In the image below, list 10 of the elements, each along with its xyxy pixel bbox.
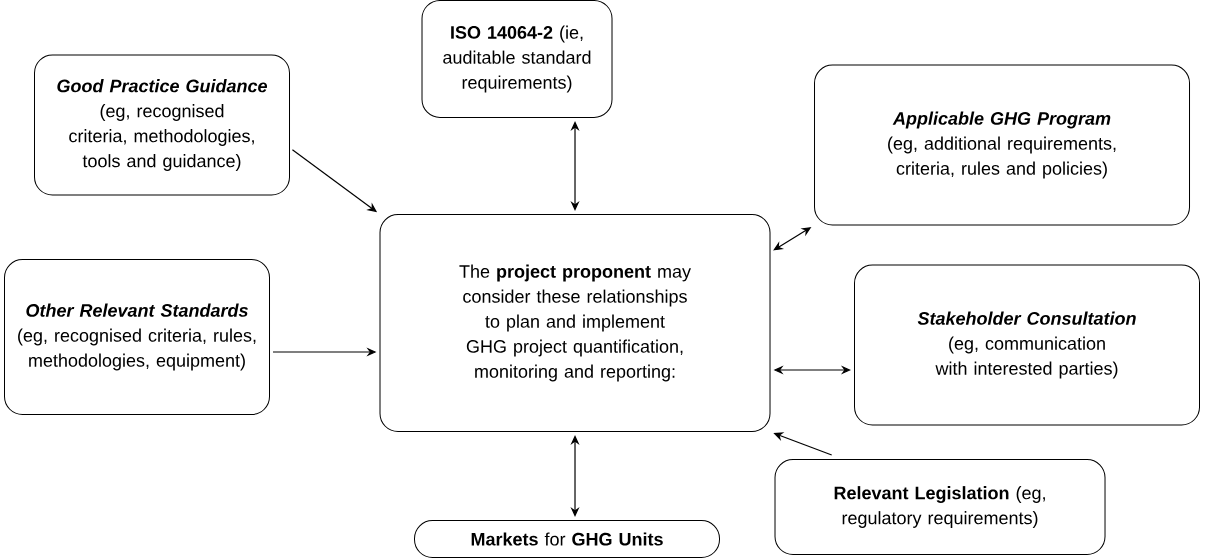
rounded-box: ISO 14064-2 (ie, auditable standard requirements) bbox=[421, 0, 613, 118]
rounded-box: Markets for GHG Units bbox=[414, 520, 720, 558]
rounded-box: The project proponent may consider these relationships to plan and implement GHG project quantification, monitoring and reporting: bbox=[379, 214, 771, 432]
rounded-box: Good Practice Guidance (eg, recognised criteria, methodologies, tools and guidance) bbox=[34, 54, 290, 196]
rounded-box: Stakeholder Consultation (eg, communication with interested parties) bbox=[854, 264, 1200, 426]
rounded-box: Relevant Legislation (eg, regulatory requirements) bbox=[774, 459, 1106, 555]
rounded-box: Other Relevant Standards (eg, recognised criteria, rules, methodologies, equipment) bbox=[4, 259, 270, 415]
arrow bbox=[570, 121, 580, 211]
rounded-box: Applicable GHG Program (eg, additional requirements, criteria, rules and policies) bbox=[814, 64, 1190, 226]
arrow bbox=[570, 435, 580, 517]
